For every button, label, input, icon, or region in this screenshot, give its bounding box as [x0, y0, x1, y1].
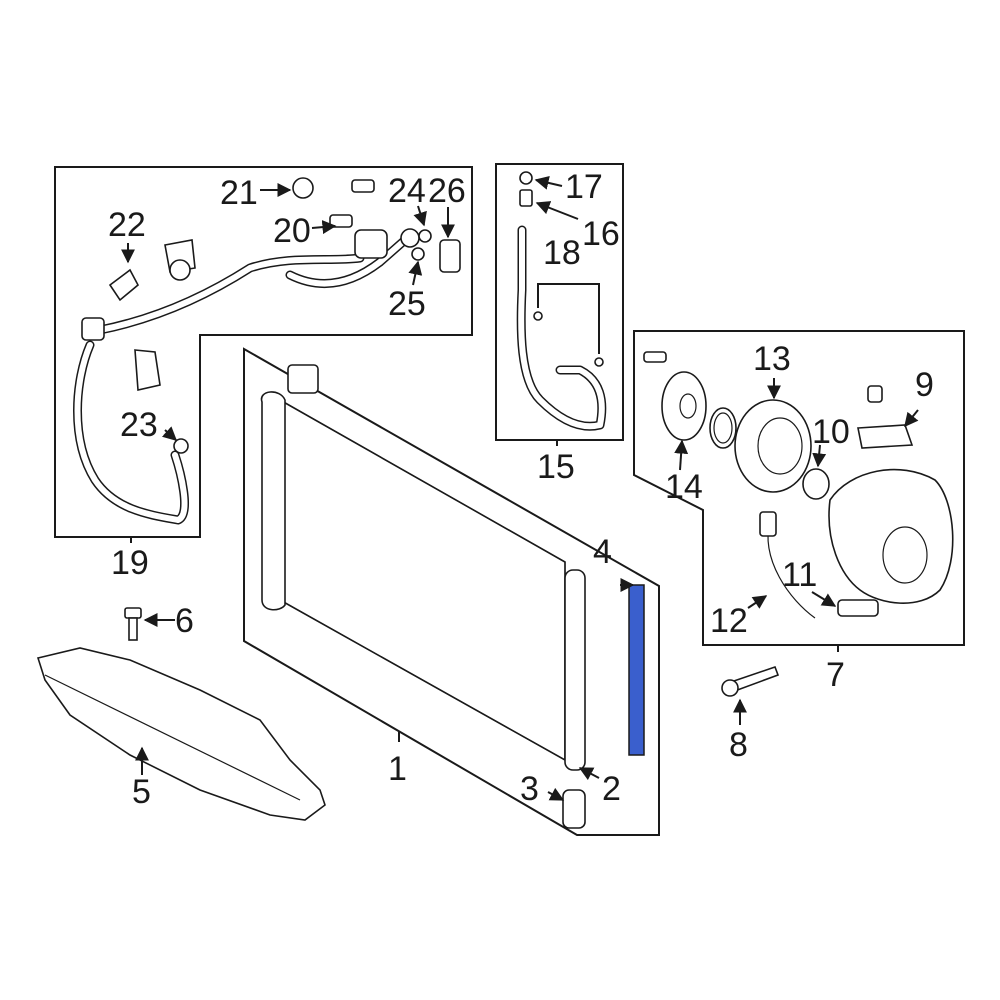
bolt-8 — [721, 665, 780, 697]
callout-5: 5 — [132, 773, 151, 811]
callout-4: 4 — [593, 533, 612, 571]
callout-labels: 1 2 3 4 5 6 7 8 9 10 11 12 13 14 15 16 1… — [108, 168, 934, 811]
callout-1: 1 — [388, 750, 407, 788]
callout-10: 10 — [812, 413, 850, 451]
callout-17: 17 — [565, 168, 603, 206]
callout-11: 11 — [782, 556, 817, 594]
callout-18: 18 — [543, 234, 581, 272]
callout-21: 21 — [220, 174, 258, 212]
callout-9: 9 — [915, 366, 934, 404]
bolt-6 — [124, 607, 142, 641]
callout-14: 14 — [665, 468, 703, 506]
leader-lines — [121, 176, 919, 801]
callout-25: 25 — [388, 285, 426, 323]
callout-19: 19 — [111, 544, 149, 582]
callout-15: 15 — [537, 448, 575, 486]
callout-8: 8 — [729, 726, 748, 764]
callout-26: 26 — [428, 172, 466, 210]
group-7-box — [633, 330, 965, 652]
group-1-box — [243, 347, 660, 836]
callout-13: 13 — [753, 340, 791, 378]
callout-3: 3 — [520, 770, 539, 808]
callout-16: 16 — [582, 215, 620, 253]
callout-12: 12 — [710, 602, 748, 640]
callout-20: 20 — [273, 212, 311, 250]
group-15-box — [495, 163, 624, 446]
part-5-air-guide — [36, 647, 326, 821]
highlighted-part-4 — [628, 584, 645, 756]
callout-23: 23 — [120, 406, 158, 444]
callout-24: 24 — [388, 172, 426, 210]
group-19-box — [54, 166, 473, 543]
callout-7: 7 — [826, 656, 845, 694]
callout-22: 22 — [108, 206, 146, 244]
callout-2: 2 — [602, 770, 621, 808]
callout-6: 6 — [175, 602, 194, 640]
